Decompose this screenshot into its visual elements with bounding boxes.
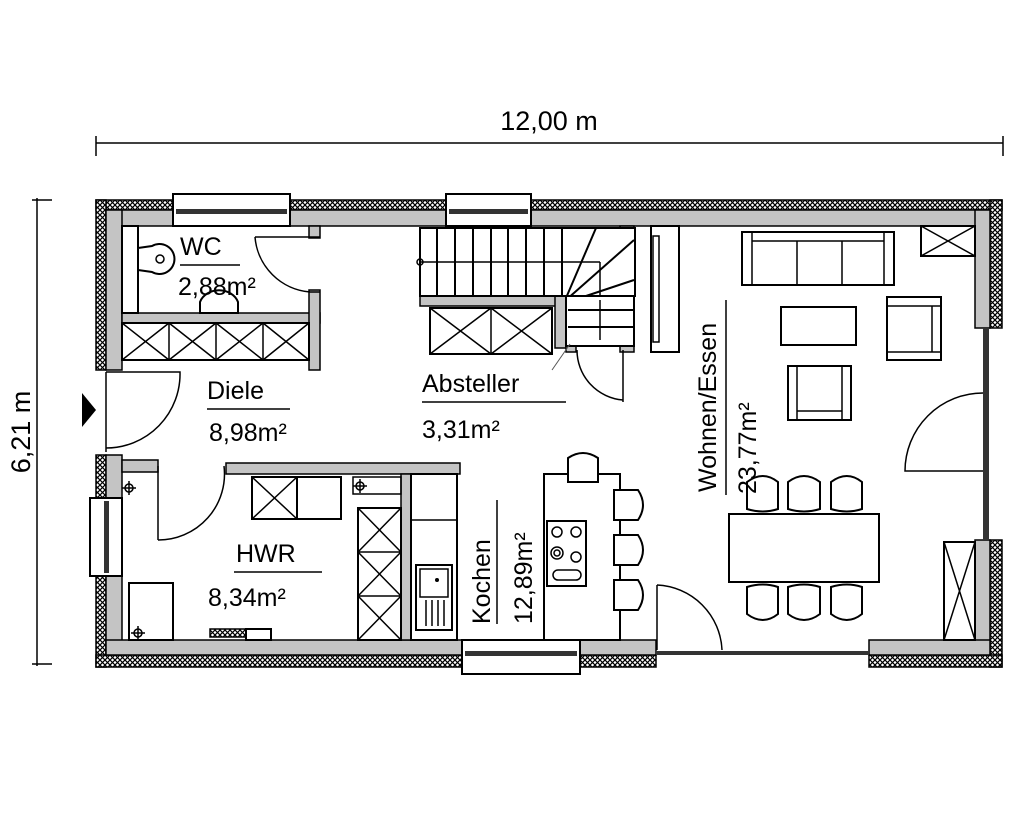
room-name: Kochen (468, 539, 496, 624)
hwr-fixtures (122, 476, 402, 641)
room-area: 8,98m² (209, 419, 287, 447)
height-dimension: 6,21 m (6, 198, 52, 666)
room-area: 8,34m² (208, 584, 286, 612)
storage-cabinets (121, 225, 976, 641)
room-name: HWR (236, 540, 296, 568)
wardrobe (650, 225, 680, 353)
staircase (416, 227, 636, 347)
exterior-walls (95, 199, 1003, 668)
room-area: 12,89m² (510, 532, 538, 624)
room-area: 23,77m² (734, 402, 762, 494)
width-label: 12,00 m (500, 106, 598, 136)
living-furniture (728, 231, 942, 621)
room-label-kochen: Kochen 12,89m² (468, 500, 538, 624)
room-area: 3,31m² (422, 416, 500, 444)
height-label: 6,21 m (6, 391, 36, 474)
room-name: Wohnen/Essen (694, 323, 722, 492)
entrance-arrow-icon (82, 393, 96, 427)
room-label-wohnen: Wohnen/Essen 23,77m² (694, 300, 762, 495)
width-dimension: 12,00 m (95, 106, 1004, 156)
room-name: WC (180, 233, 222, 261)
kitchen (410, 452, 644, 641)
room-label-hwr: HWR 8,34m² (208, 540, 322, 612)
room-label-wc: WC 2,88m² (178, 233, 256, 301)
room-label-absteller: Absteller 3,31m² (422, 343, 571, 444)
room-name: Absteller (422, 370, 519, 398)
wc-fixtures (121, 225, 239, 314)
windows (89, 193, 989, 675)
room-name: Diele (207, 377, 264, 405)
doors (105, 236, 984, 651)
room-label-diele: Diele 8,98m² (207, 377, 290, 447)
room-area: 2,88m² (178, 273, 256, 301)
